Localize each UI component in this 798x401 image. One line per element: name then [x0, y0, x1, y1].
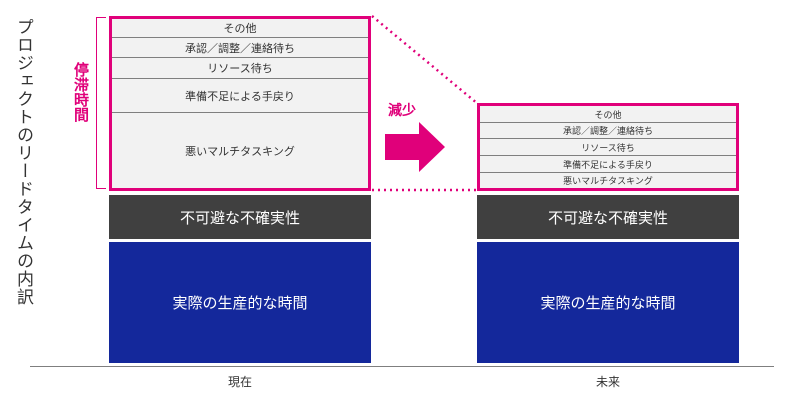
future-waiting-block: その他 承認／調整／連絡待ち リソース待ち 準備不足による手戻り 悪いマルチタス…	[477, 103, 739, 191]
current-productive-bar: 実際の生産的な時間	[109, 242, 371, 363]
x-axis-line	[30, 366, 774, 367]
y-axis-label: プロジェクトのリードタイムの内訳	[13, 18, 33, 306]
reduction-label: 減少	[388, 103, 416, 119]
current-segment-resource: リソース待ち	[112, 58, 368, 79]
current-segment-rework: 準備不足による手戻り	[112, 79, 368, 113]
reduction-arrow-icon	[385, 122, 445, 172]
current-segment-multitasking: 悪いマルチタスキング	[112, 113, 368, 188]
future-column-label: 未来	[595, 375, 620, 389]
current-column-label: 現在	[227, 375, 252, 389]
future-segment-resource: リソース待ち	[480, 139, 736, 156]
future-segment-approval: 承認／調整／連絡待ち	[480, 123, 736, 139]
future-segment-other: その他	[480, 106, 736, 123]
current-waiting-block: その他 承認／調整／連絡待ち リソース待ち 準備不足による手戻り 悪いマルチタス…	[109, 16, 371, 191]
stall-time-bracket	[96, 17, 106, 189]
future-productive-bar: 実際の生産的な時間	[477, 242, 739, 363]
future-uncertainty-bar: 不可避な不確実性	[477, 195, 739, 239]
stall-time-label: 停滞時間	[72, 62, 90, 122]
future-segment-rework: 準備不足による手戻り	[480, 156, 736, 173]
current-uncertainty-bar: 不可避な不確実性	[109, 195, 371, 239]
future-segment-multitasking: 悪いマルチタスキング	[480, 173, 736, 188]
current-segment-approval: 承認／調整／連絡待ち	[112, 38, 368, 58]
current-segment-other: その他	[112, 19, 368, 38]
